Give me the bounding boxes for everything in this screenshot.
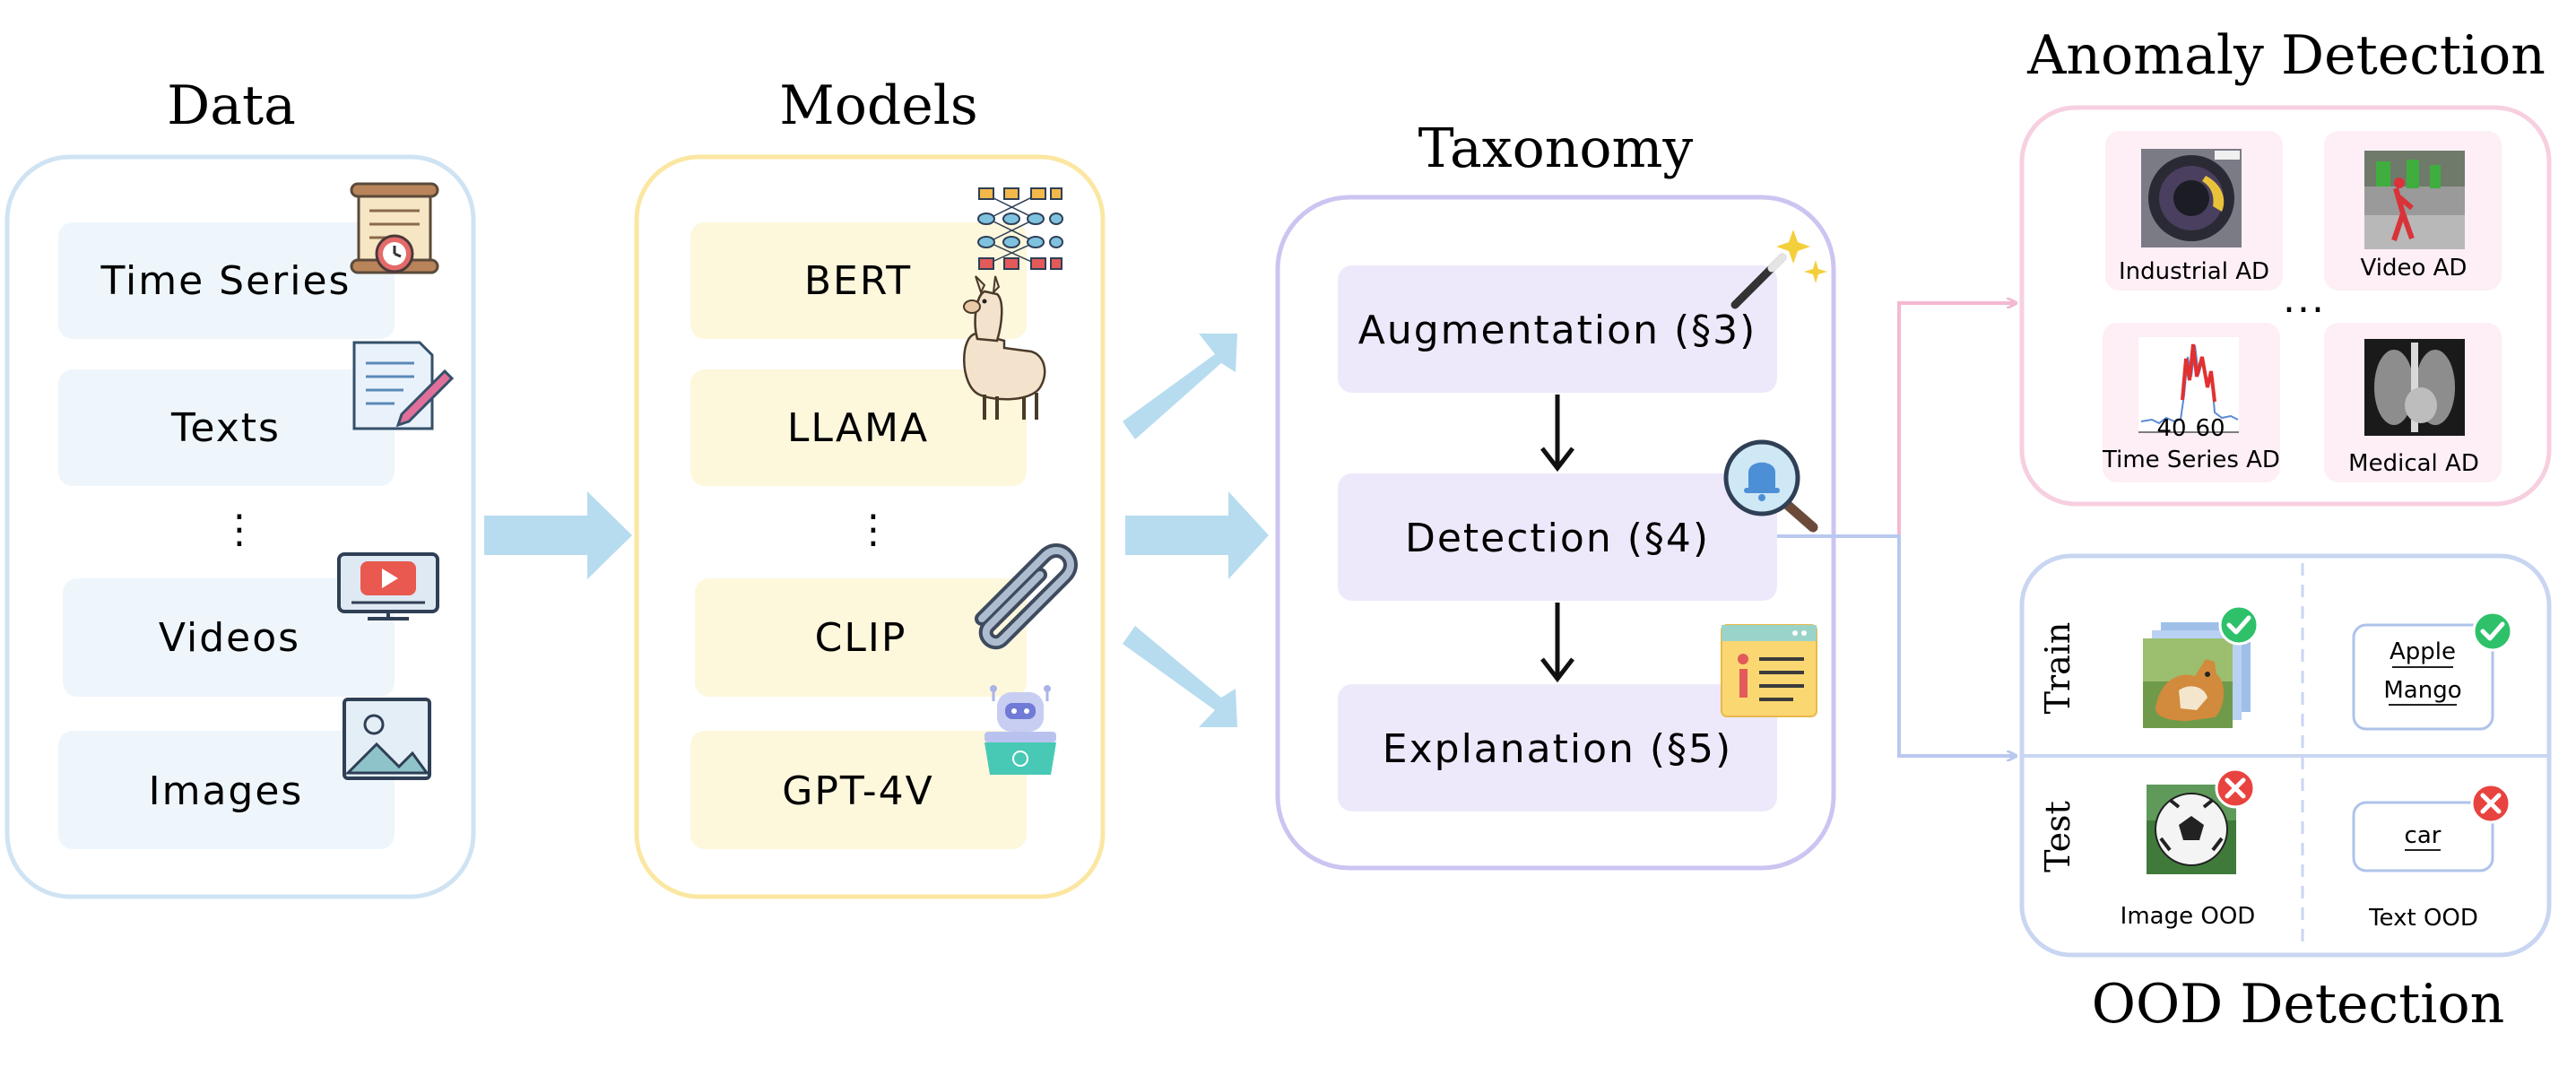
model-item-clip-box <box>695 578 1027 697</box>
arrow-up-right <box>1123 334 1237 439</box>
data-item-texts-box <box>58 369 395 486</box>
ts-tick-60: 60 <box>2195 415 2225 442</box>
neural-network-icon <box>977 187 1063 270</box>
test-word-car: car <box>2405 822 2442 849</box>
data-column: Data Time Series Texts ⋮ Videos Images <box>4 74 476 899</box>
anomaly-ellipsis: ... <box>2283 276 2326 322</box>
taxonomy-column: Taxonomy Augmentation (§3) Detection (§4… <box>1275 117 1836 871</box>
arrow-data-to-models <box>484 491 632 579</box>
train-word-mango: Mango <box>2383 677 2461 704</box>
models-ellipsis: ⋮ <box>854 507 895 552</box>
data-item-images-box <box>58 731 395 849</box>
train-image-check-icon <box>2218 604 2259 646</box>
anomaly-panel: Anomaly Detection Industrial AD Video AD… <box>2019 24 2552 507</box>
tax-explanation: Explanation (§5) <box>1383 726 1732 772</box>
video-player-icon <box>337 552 439 620</box>
test-image-cross-icon <box>2215 768 2256 809</box>
model-item-llama: LLAMA <box>787 405 929 451</box>
image-ood-label: Image OOD <box>2121 903 2256 930</box>
data-item-images: Images <box>149 768 304 814</box>
model-item-clip: CLIP <box>815 615 907 661</box>
image-icon <box>343 698 431 780</box>
train-text-check-icon <box>2472 611 2513 652</box>
time-series-ad-label: Time Series AD <box>2102 447 2280 473</box>
ts-tick-40: 40 <box>2156 415 2186 442</box>
arrow-down-right <box>1123 626 1237 727</box>
industrial-ad-image <box>2141 149 2242 247</box>
data-item-time-series: Time Series <box>100 258 351 304</box>
anomaly-frame <box>2019 105 2552 507</box>
anomaly-title: Anomaly Detection <box>2026 24 2546 87</box>
taxonomy-flow-arrows <box>1540 395 1574 683</box>
model-item-gpt4v-box <box>690 731 1027 849</box>
model-item-bert: BERT <box>804 258 912 304</box>
tax-augmentation-box <box>1338 265 1777 393</box>
data-item-time-series-box <box>58 222 395 339</box>
data-item-videos: Videos <box>159 615 300 661</box>
models-title: Models <box>779 74 977 137</box>
data-title: Data <box>167 74 296 137</box>
taxonomy-frame <box>1275 195 1836 871</box>
test-text-cross-icon <box>2470 783 2511 824</box>
paperclip-icon <box>975 543 1078 650</box>
llama-icon <box>963 275 1046 420</box>
video-ad-image <box>2364 151 2465 249</box>
train-word-apple: Apple <box>2390 638 2456 665</box>
info-card-icon <box>1721 624 1817 717</box>
tax-detection-box <box>1338 473 1777 601</box>
taxonomy-title: Taxonomy <box>1418 117 1694 180</box>
model-item-gpt4v: GPT-4V <box>782 768 933 814</box>
video-ad-label: Video AD <box>2361 255 2468 282</box>
test-word-card <box>2352 801 2494 872</box>
magic-wand-icon <box>1730 230 1827 309</box>
text-ood-label: Text OOD <box>2368 905 2478 932</box>
connectors-to-applications <box>1777 303 2016 756</box>
tax-explanation-box <box>1338 684 1777 811</box>
bell-search-icon <box>1723 439 1818 533</box>
tax-detection: Detection (§4) <box>1405 516 1710 561</box>
ood-panel: Train Test Apple Mango <box>2019 553 2552 1036</box>
robot-icon <box>984 685 1056 775</box>
model-item-bert-box <box>690 222 1027 339</box>
models-column: Models BERT LLAMA ⋮ CLIP GPT-4V <box>634 74 1106 899</box>
ood-train-label: Train <box>2038 622 2077 715</box>
scroll-clock-icon <box>350 182 439 274</box>
ood-test-label: Test <box>2038 801 2077 872</box>
data-item-videos-box <box>63 578 395 697</box>
train-words-card <box>2352 623 2494 731</box>
industrial-ad-label: Industrial AD <box>2119 258 2269 285</box>
time-series-ad-image <box>2138 337 2239 433</box>
models-frame <box>634 154 1106 899</box>
tax-augmentation: Augmentation (§3) <box>1358 308 1757 353</box>
arrow-right <box>1125 491 1269 579</box>
data-item-texts: Texts <box>170 405 281 451</box>
data-ellipsis: ⋮ <box>220 507 261 552</box>
document-pen-icon <box>352 341 455 430</box>
model-item-llama-box <box>690 369 1027 486</box>
test-soccer-image <box>2147 785 2236 874</box>
ood-title: OOD Detection <box>2092 973 2504 1036</box>
medical-ad-label: Medical AD <box>2348 450 2479 477</box>
medical-ad-image <box>2364 339 2465 436</box>
arrows-models-to-taxonomy <box>1123 334 1269 727</box>
data-frame <box>4 154 476 899</box>
